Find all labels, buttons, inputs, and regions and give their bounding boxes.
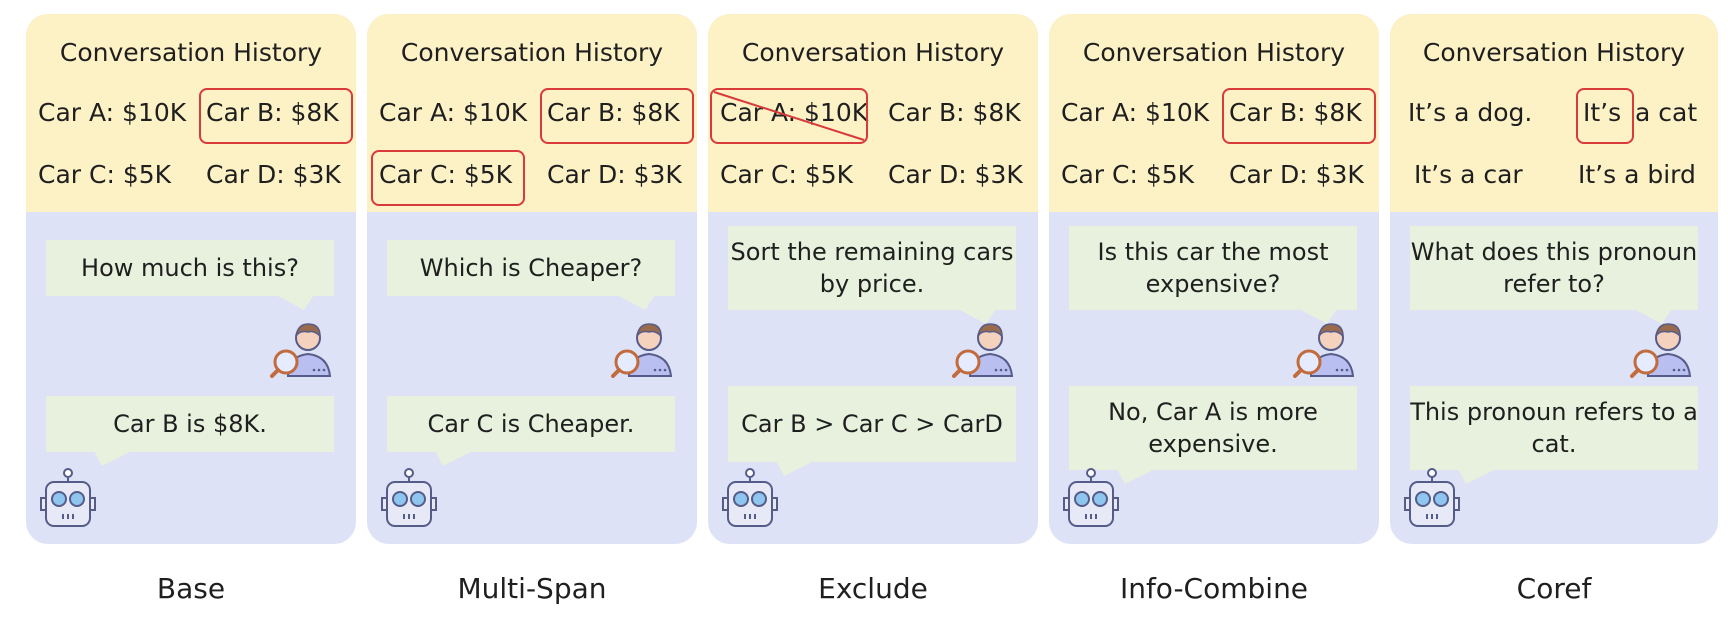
question-bubble-tail	[617, 295, 655, 310]
answer-bubble-tail	[776, 461, 814, 476]
history-item: a cat	[1635, 98, 1698, 127]
history-item: Car C: $5K	[38, 160, 172, 189]
question-bubble: Which is Cheaper?	[387, 240, 675, 296]
question-bubble-tail	[958, 309, 996, 324]
history-item: Car B: $8K	[547, 98, 680, 127]
question-bubble: Is this car the most expensive?	[1069, 226, 1357, 310]
conversation-history: Conversation History Car A: $10K Car B: …	[26, 14, 356, 212]
answer-bubble: Car B > Car C > CarD	[728, 386, 1016, 462]
panel-exclude: Conversation History Car A: $10K Car B: …	[708, 14, 1038, 544]
history-item: Car C: $5K	[379, 160, 513, 189]
answer-bubble: Car B is $8K.	[46, 396, 334, 452]
history-title: Conversation History	[1082, 38, 1346, 67]
history-item: It’s	[1583, 98, 1622, 127]
question-bubble-tail	[1634, 309, 1672, 324]
panel-label-info-combine: Info-Combine	[1119, 572, 1309, 605]
robot-icon	[1404, 468, 1460, 527]
question-bubble: How much is this?	[46, 240, 334, 296]
panel-label-exclude: Exclude	[818, 572, 928, 605]
robot-icon	[722, 468, 778, 527]
robot-icon	[1063, 468, 1119, 527]
user-search-icon	[1630, 323, 1692, 378]
history-item: It’s a dog.	[1408, 98, 1533, 127]
panel-base: Conversation History Car A: $10K Car B: …	[26, 14, 356, 544]
highlight-box	[540, 88, 694, 144]
history-title: Conversation History	[741, 38, 1005, 67]
highlight-box	[199, 88, 353, 144]
history-item: Car A: $10K	[38, 98, 187, 127]
answer-bubble-tail	[1117, 469, 1155, 484]
panel-multi-span: Conversation History Car A: $10K Car B: …	[367, 14, 697, 544]
panel-label-coref: Coref	[1516, 572, 1592, 605]
user-search-icon	[611, 323, 673, 378]
history-item: Car D: $3K	[206, 160, 341, 189]
history-item: Car A: $10K	[379, 98, 528, 127]
panel-info-combine: Conversation History Car A: $10K Car B: …	[1049, 14, 1379, 544]
robot-icon	[40, 468, 96, 527]
answer-bubble: Car C is Cheaper.	[387, 396, 675, 452]
conversation-history: Conversation History Car A: $10K Car B: …	[1049, 14, 1379, 212]
history-item: It’s a car	[1414, 160, 1523, 189]
history-item: It’s a bird	[1578, 160, 1696, 189]
robot-icon	[381, 468, 437, 527]
highlight-box	[710, 88, 868, 144]
conversation-history: Conversation History It’s a dog. It’s a …	[1390, 14, 1718, 212]
history-title: Conversation History	[400, 38, 664, 67]
user-search-icon	[952, 323, 1014, 378]
highlight-box	[1222, 88, 1376, 144]
panel-coref: Conversation History It’s a dog. It’s a …	[1390, 14, 1718, 544]
history-item: Car C: $5K	[720, 160, 854, 189]
history-item: Car A: $10K	[1061, 98, 1210, 127]
history-item: Car C: $5K	[1061, 160, 1195, 189]
highlight-box	[1576, 88, 1634, 144]
history-item: Car D: $3K	[888, 160, 1023, 189]
question-bubble: What does this pronoun refer to?	[1410, 226, 1698, 310]
answer-bubble: No, Car A is more expensive.	[1069, 386, 1357, 470]
strikethrough-line	[713, 91, 865, 141]
question-bubble: Sort the remaining cars by price.	[728, 226, 1016, 310]
answer-bubble-tail	[1458, 469, 1496, 484]
highlight-box	[371, 150, 525, 206]
answer-bubble: This pronoun refers to a cat.	[1410, 386, 1698, 470]
user-search-icon	[270, 323, 332, 378]
history-item: Car B: $8K	[888, 98, 1021, 127]
history-item: Car D: $3K	[547, 160, 682, 189]
answer-bubble-tail	[435, 451, 473, 466]
question-bubble-tail	[276, 295, 314, 310]
history-title: Conversation History	[59, 38, 323, 67]
user-search-icon	[1293, 323, 1355, 378]
history-title: Conversation History	[1422, 38, 1686, 67]
history-item: Car B: $8K	[206, 98, 339, 127]
conversation-history: Conversation History Car A: $10K Car B: …	[367, 14, 697, 212]
answer-bubble-tail	[94, 451, 132, 466]
history-item: Car D: $3K	[1229, 160, 1364, 189]
question-bubble-tail	[1299, 309, 1337, 324]
panel-label-base: Base	[156, 572, 226, 605]
conversation-history: Conversation History Car A: $10K Car B: …	[708, 14, 1038, 212]
panel-label-multi-span: Multi-Span	[457, 572, 607, 605]
history-item: Car B: $8K	[1229, 98, 1362, 127]
